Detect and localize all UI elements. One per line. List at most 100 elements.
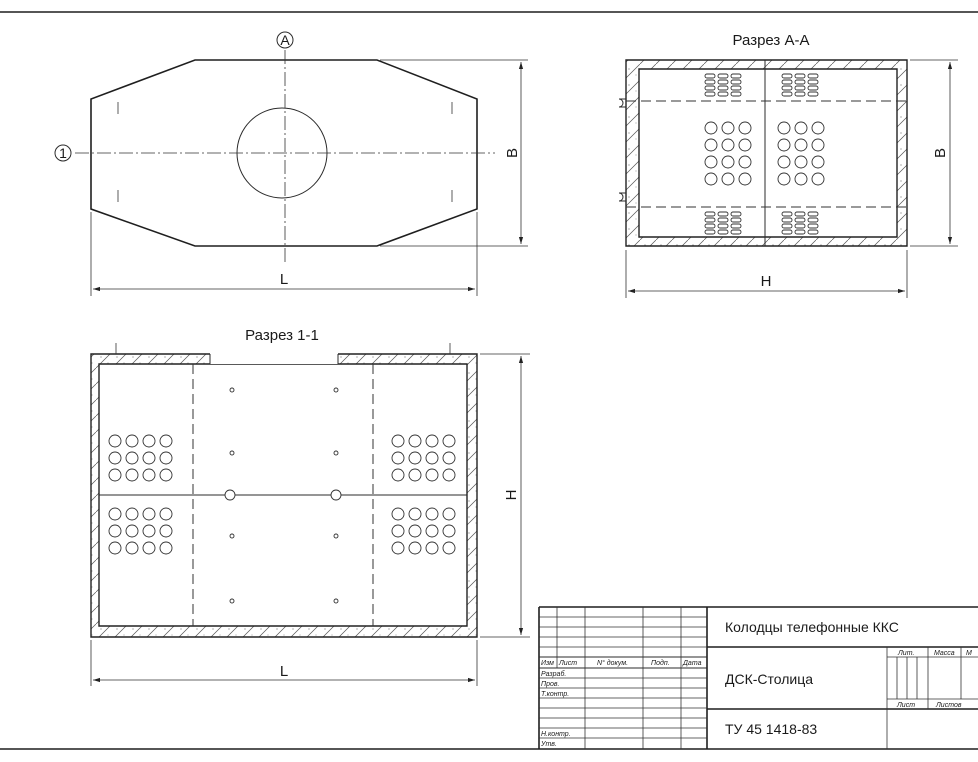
pipe-inlet-hole [159,451,173,465]
pipe-inlet-hole [777,121,791,135]
wall-slot [781,91,793,97]
pipe-inlet-hole [408,507,422,521]
pipe-inlet-hole [159,524,173,538]
wall-slot [781,85,793,91]
anchor-dot [333,533,339,539]
plan-height-label: B [504,148,521,158]
pipe-inlet-hole [442,434,456,448]
pipe-inlet-hole [721,155,735,169]
joint-hole [224,489,236,501]
wall-slot [807,79,819,85]
pipe-inlet-hole [721,138,735,152]
wall-slot [730,211,742,217]
pipe-inlet-hole [425,434,439,448]
tb-lit-label: Лит. [897,650,914,657]
wall-slot [717,229,729,235]
pipe-inlet-hole [777,172,791,186]
pipe-inlet-hole [794,121,808,135]
wall-slot [717,85,729,91]
wall-slot [704,217,716,223]
pipe-inlet-hole [391,434,405,448]
tb-role-approved: Утв. [540,741,557,748]
anchor-dot [333,450,339,456]
tb-sheet-label: Лист [896,702,915,709]
pipe-inlet-hole [738,172,752,186]
pipe-inlet-hole [425,524,439,538]
wall-slot [794,85,806,91]
pipe-inlet-hole [811,155,825,169]
anchor-dot [333,598,339,604]
pipe-inlet-hole [811,121,825,135]
wall-slot [730,229,742,235]
tb-standard: ТУ 45 1418-83 [725,721,817,737]
wall-slot [730,217,742,223]
tb-role-norm-control: Н.контр. [541,731,571,738]
pipe-inlet-hole [811,138,825,152]
section-11-title: Разрез 1-1 [245,327,319,344]
pipe-inlet-hole [442,507,456,521]
wall-slot [781,223,793,229]
anchor-dot [229,598,235,604]
pipe-inlet-hole [794,155,808,169]
wall-slot [807,91,819,97]
section-11-wall [90,353,478,638]
wall-slot [717,223,729,229]
pipe-inlet-hole [108,507,122,521]
pipe-inlet-hole [425,451,439,465]
tb-document-title: Колодцы телефонные ККС [725,619,899,635]
wall-slot [807,229,819,235]
wall-slot [704,73,716,79]
wall-slot [794,79,806,85]
pipe-inlet-hole [125,541,139,555]
pipe-inlet-hole [442,541,456,555]
wall-slot [704,223,716,229]
pipe-inlet-hole [408,434,422,448]
pipe-inlet-hole [738,155,752,169]
anchor-dot [229,450,235,456]
pipe-inlet-hole [125,434,139,448]
axis-a-marker [276,31,294,49]
wall-slot [717,73,729,79]
pipe-inlet-hole [391,507,405,521]
pipe-inlet-hole [391,524,405,538]
pipe-inlet-hole [794,138,808,152]
pipe-inlet-hole [391,541,405,555]
wall-slot [794,91,806,97]
section-11-hole-group [108,387,456,604]
pipe-inlet-hole [159,507,173,521]
pipe-inlet-hole [425,541,439,555]
pipe-inlet-hole [108,434,122,448]
pipe-inlet-hole [159,541,173,555]
axis-a-label: A [280,32,290,48]
wall-slot [730,91,742,97]
wall-slot [807,73,819,79]
pipe-inlet-hole [721,172,735,186]
section-aa-title: Разрез А-А [733,32,810,49]
pipe-inlet-hole [738,121,752,135]
plan-width-label: L [280,271,288,288]
pipe-inlet-hole [142,468,156,482]
wall-slot [794,211,806,217]
tb-header-date: Дата [682,660,702,667]
pipe-inlet-hole [108,541,122,555]
pipe-inlet-hole [142,451,156,465]
section-aa-slot-group [704,73,819,235]
pipe-inlet-hole [142,524,156,538]
wall-slot [794,223,806,229]
pipe-inlet-hole [125,507,139,521]
tb-mass-label: Масса [934,650,955,657]
wall-slot [730,79,742,85]
plan-view: A 1 L B [54,31,528,296]
pipe-inlet-hole [777,138,791,152]
wall-slot [794,73,806,79]
section-11-height-label: H [503,490,520,501]
anchor-dot [333,387,339,393]
pipe-inlet-hole [125,468,139,482]
wall-slot [704,91,716,97]
wall-slot [717,79,729,85]
wall-slot [730,223,742,229]
pipe-inlet-hole [159,468,173,482]
wall-slot [717,217,729,223]
wall-slot [704,229,716,235]
